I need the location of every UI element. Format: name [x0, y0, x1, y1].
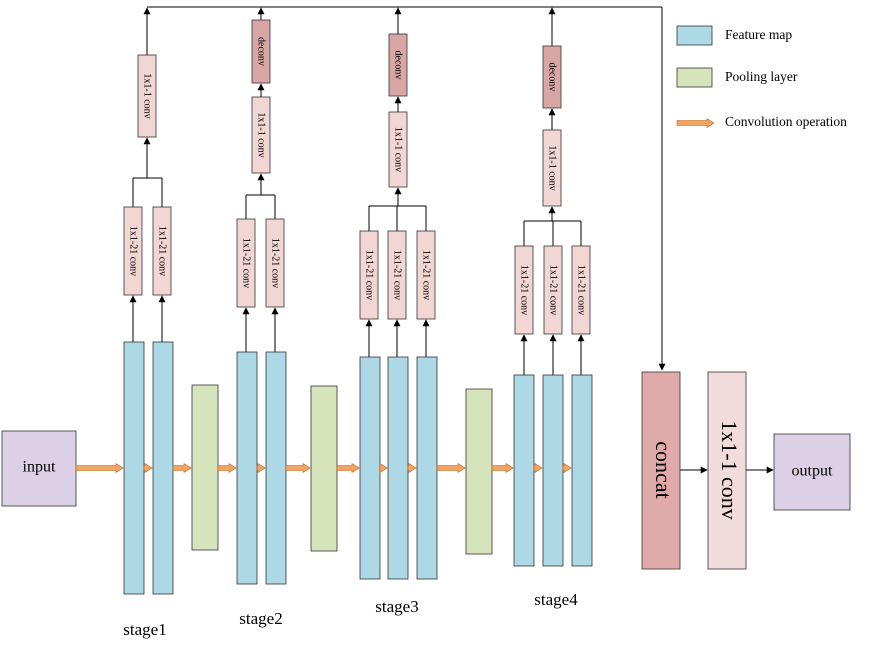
- stage4-side-conv-1-label: 1x1-21 conv: [519, 265, 530, 315]
- stage2-side-conv-2: [265, 218, 285, 308]
- stage1-side-conv-2-label: 1x1-21 conv: [157, 226, 168, 276]
- stage3-pool-to-fm-arrow: [336, 462, 360, 474]
- legend-label-pooling-layer-swatch: Pooling layer: [725, 69, 798, 84]
- output-label: output: [792, 463, 833, 480]
- stage3-merge-conv-label: 1x1-1 conv: [393, 127, 404, 172]
- stage1-merge-conv-label: 1x1-1 conv: [142, 73, 153, 118]
- stage4-pool-to-fm-arrow: [491, 462, 514, 474]
- stage4-fm-arrow-1: [533, 462, 543, 474]
- stage3-deconv-label: deconv: [393, 51, 404, 80]
- stage2-pooling-layer: [191, 384, 219, 551]
- stage3-feature-map-2: [387, 356, 409, 580]
- stage4-side-conv-3-label: 1x1-21 conv: [576, 265, 587, 315]
- stage1-to-pool-arrow: [172, 462, 192, 474]
- concat-label: concat: [651, 441, 676, 498]
- stage3-feature-map-1: [359, 356, 381, 580]
- stage2-side-conv-1: [236, 218, 256, 308]
- stage3-fm-arrow-2: [407, 462, 417, 474]
- legend-orange-arrow-icon: [676, 117, 715, 129]
- stage4-deconv-label: deconv: [547, 63, 558, 92]
- stage1-feature-map-1: [123, 341, 145, 595]
- stage3-side-conv-2-label: 1x1-21 conv: [392, 250, 403, 300]
- input-to-stage1-arrow: [75, 462, 124, 474]
- stage1-label: stage1: [123, 620, 166, 639]
- stage4-deconv: [542, 45, 562, 109]
- concat-block: [641, 371, 681, 570]
- stage2-merge-conv-label: 1x1-1 conv: [256, 112, 267, 157]
- stage2-feature-map-2: [265, 351, 287, 585]
- stage1-fm-arrow-1: [143, 462, 153, 474]
- stage2-merge-conv: [251, 96, 271, 174]
- stage2-feature-map-1: [236, 351, 258, 585]
- stage3-side-conv-2: [387, 230, 407, 320]
- stage2-side-conv-1-label: 1x1-21 conv: [241, 238, 252, 288]
- stage3-to-pool-arrow: [436, 462, 466, 474]
- legend-pooling-layer-swatch: [676, 67, 713, 88]
- final-conv-block: [707, 371, 747, 570]
- stage4-fm-arrow-2: [562, 462, 572, 474]
- stage4-side-conv-1: [514, 245, 534, 335]
- stage4-feature-map-3: [571, 374, 593, 567]
- output-box: [773, 433, 851, 511]
- final-conv-label: 1x1-1 conv: [717, 420, 742, 520]
- stage1-side-conv-1-label: 1x1-21 conv: [128, 226, 139, 276]
- stage3-pooling-layer: [310, 385, 338, 552]
- input-label: input: [23, 459, 56, 476]
- stage3-label: stage3: [375, 597, 418, 616]
- stage1-merge-conv: [137, 54, 157, 138]
- stage4-side-conv-3: [571, 245, 591, 335]
- stage2-pool-to-fm-arrow: [217, 462, 237, 474]
- legend-label-orange-arrow-icon: Convolution operation: [725, 114, 847, 129]
- stage2-deconv-label: deconv: [256, 37, 267, 66]
- stage3-side-conv-3-label: 1x1-21 conv: [421, 250, 432, 300]
- stage2-fm-arrow-1: [256, 462, 266, 474]
- stage2-label: stage2: [239, 609, 282, 628]
- stage3-deconv: [388, 33, 408, 97]
- stage4-side-conv-2-label: 1x1-21 conv: [548, 265, 559, 315]
- stage3-side-conv-3: [416, 230, 436, 320]
- stage3-feature-map-3: [416, 356, 438, 580]
- legend-feature-map-swatch: [676, 25, 713, 46]
- stage3-fm-arrow-1: [379, 462, 388, 474]
- stage3-side-conv-1: [359, 230, 379, 320]
- stage3-side-conv-1-label: 1x1-21 conv: [364, 250, 375, 300]
- stage4-pooling-layer: [465, 388, 493, 555]
- stage3-merge-conv: [388, 111, 408, 188]
- input-box: [1, 430, 77, 507]
- stage2-deconv: [251, 19, 271, 84]
- stage1-feature-map-2: [152, 341, 174, 595]
- stage2-to-pool-arrow: [285, 462, 311, 474]
- stage1-side-conv-2: [152, 206, 172, 296]
- stage4-feature-map-2: [542, 374, 564, 567]
- stage4-merge-conv: [542, 129, 562, 207]
- legend-label-feature-map-swatch: Feature map: [725, 27, 792, 42]
- stage4-feature-map-1: [513, 374, 535, 567]
- stage4-merge-conv-label: 1x1-1 conv: [547, 145, 558, 190]
- stage4-side-conv-2: [543, 245, 563, 335]
- stage1-side-conv-1: [123, 206, 143, 296]
- stage4-label: stage4: [534, 590, 578, 609]
- stage2-side-conv-2-label: 1x1-21 conv: [270, 238, 281, 288]
